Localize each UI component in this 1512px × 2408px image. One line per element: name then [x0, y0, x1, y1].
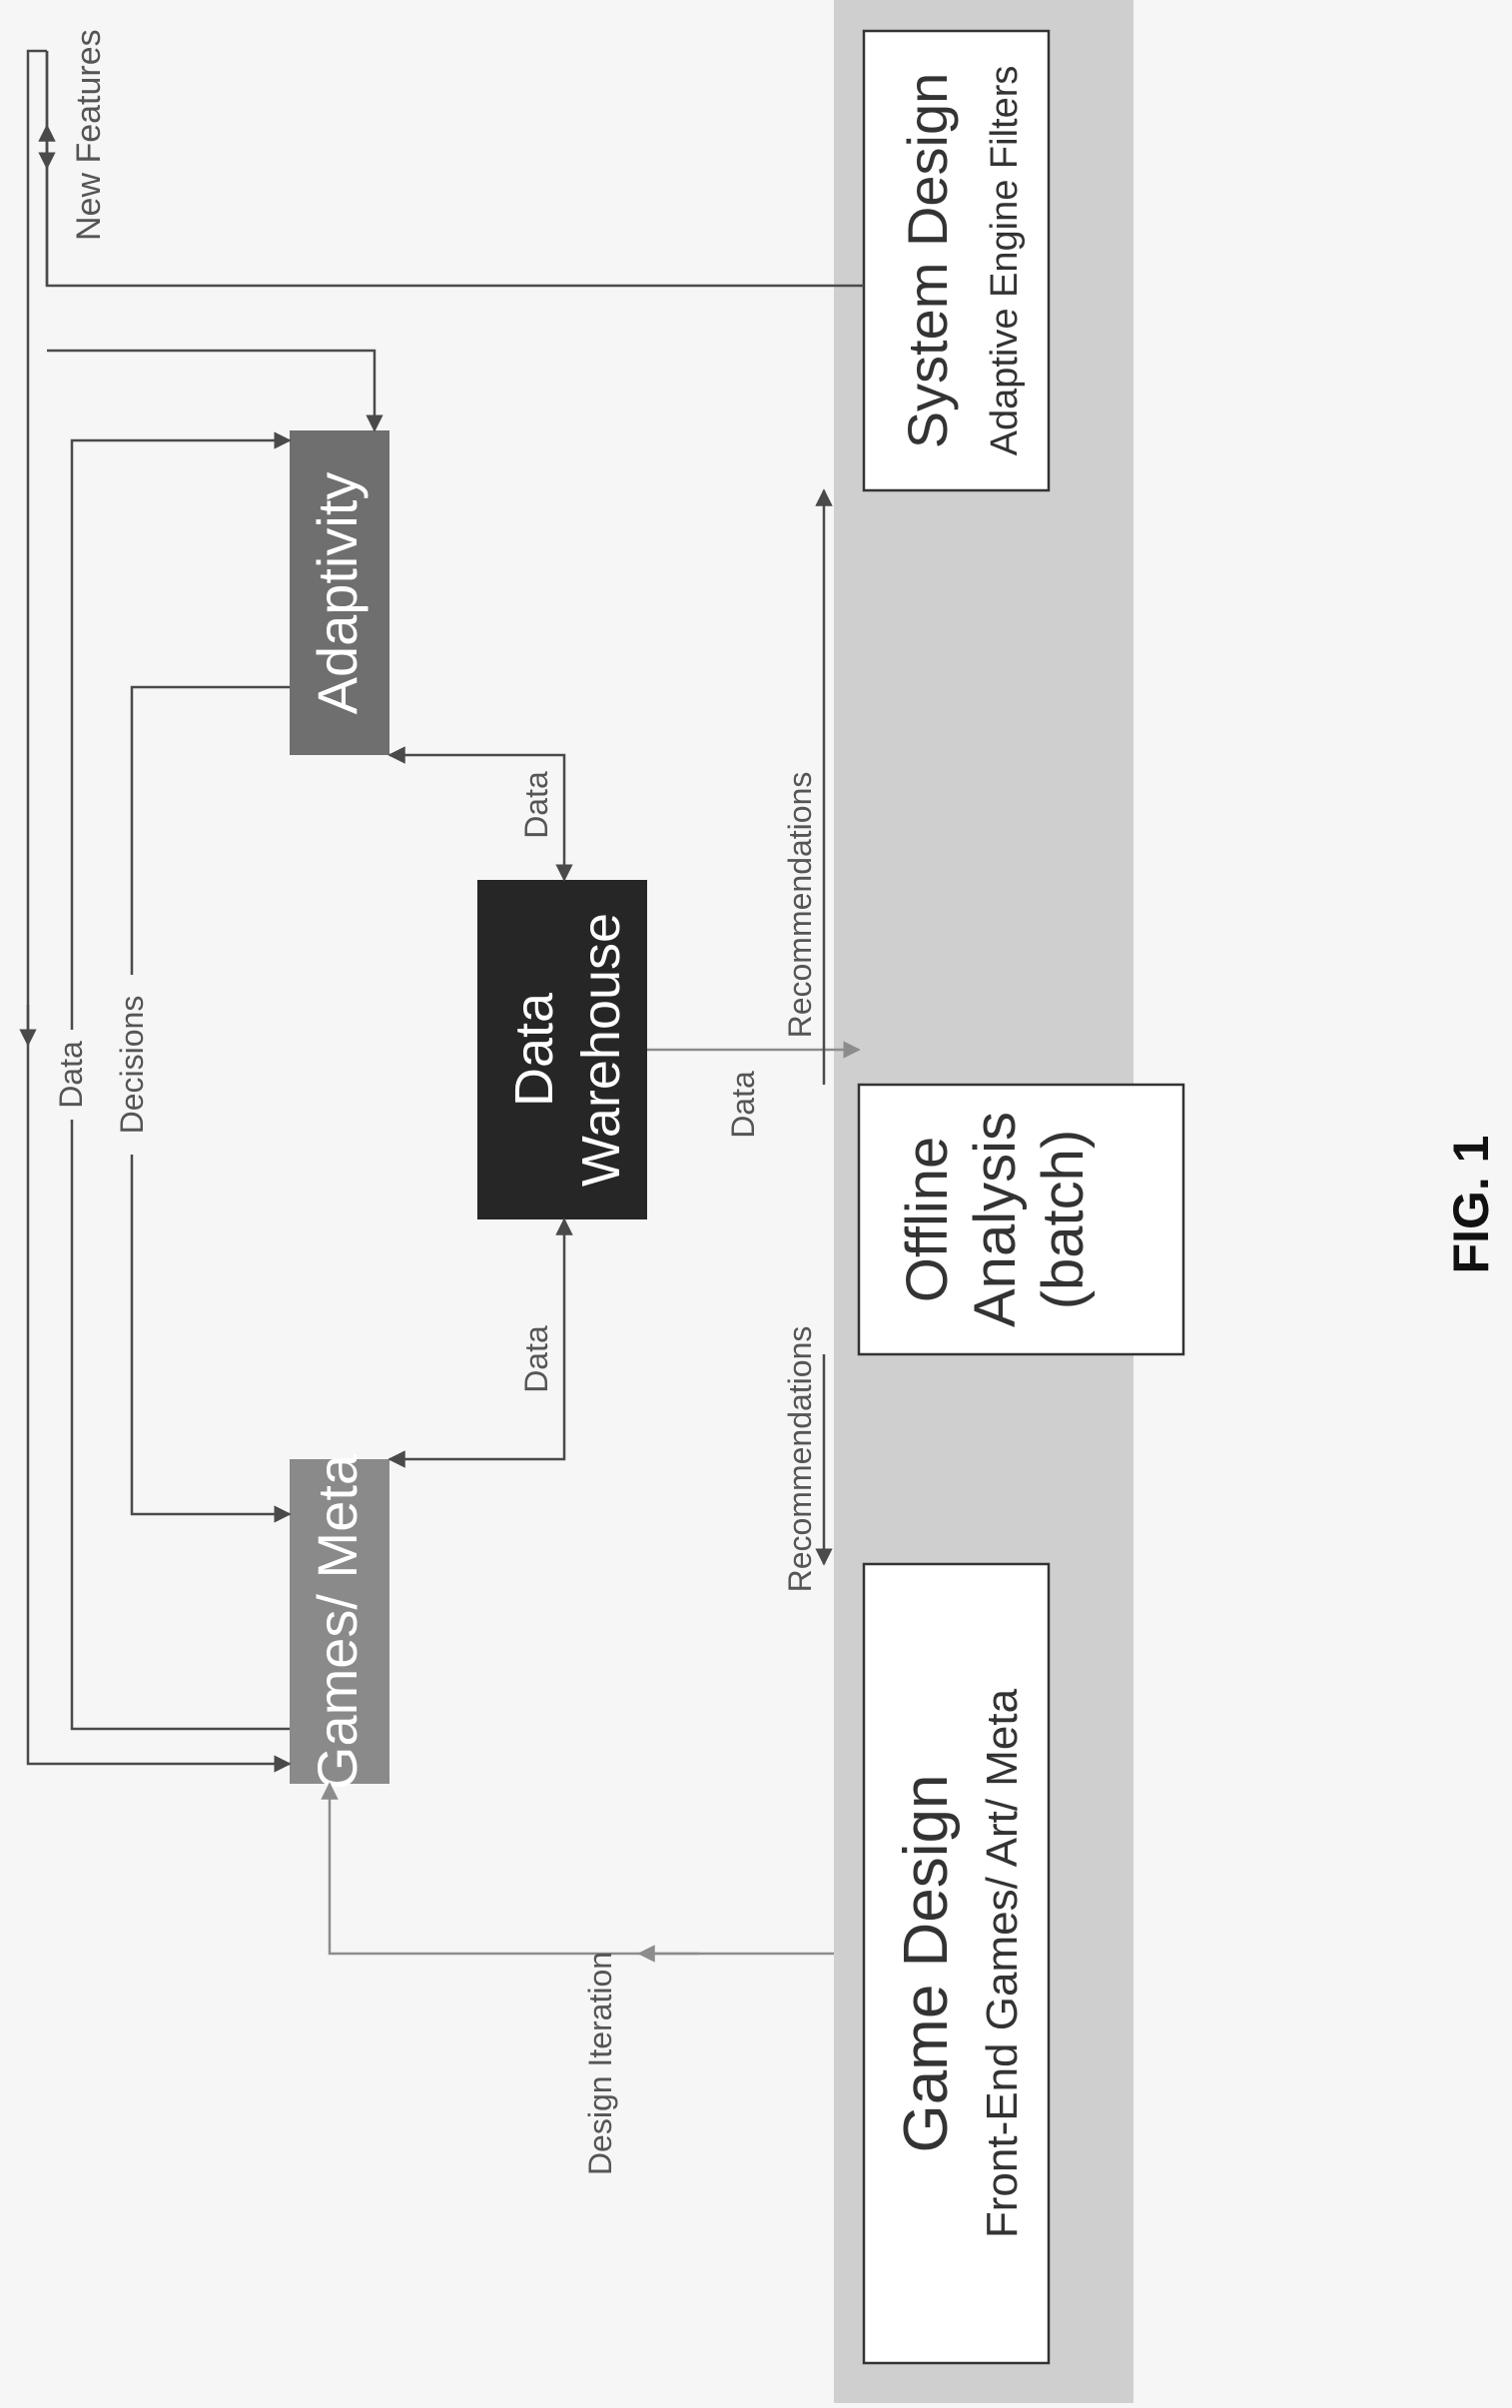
system-design-title: System Design — [896, 73, 959, 449]
decisions-adaptivity-to-games — [132, 687, 290, 1514]
figure-label: FIG. 1 — [1443, 1136, 1499, 1274]
data-adaptivity-warehouse-label: Data — [518, 771, 554, 839]
data-warehouse-line2: Warehouse — [571, 913, 631, 1187]
decisions-label: Decisions — [114, 996, 150, 1135]
system-design-subtitle: Adaptive Engine Filters — [984, 66, 1026, 456]
offline-analysis-line2: Analysis — [963, 1112, 1028, 1327]
offline-analysis-line3: (batch) — [1031, 1130, 1096, 1310]
data-games-adaptivity-label: Data — [53, 1041, 89, 1109]
recommendations-to-system-label: Recommendations — [782, 772, 818, 1039]
game-design-title: Game Design — [892, 1774, 961, 2152]
adaptivity-label: Adaptivity — [306, 472, 369, 715]
offline-analysis-line1: Offline — [895, 1137, 960, 1303]
bus-to-games-meta — [28, 51, 290, 1764]
bus-to-adaptivity — [47, 351, 375, 430]
data-warehouse-line1: Data — [504, 992, 564, 1107]
design-iteration-label: Design Iteration — [582, 1952, 618, 2175]
data-games-warehouse-label: Data — [518, 1325, 554, 1393]
data-warehouse-offline-label: Data — [725, 1071, 761, 1139]
new-features-label: New Features — [70, 29, 108, 241]
data-games-to-adaptivity — [72, 440, 290, 1729]
design-iteration-arrow — [330, 1784, 834, 1954]
games-meta-label: Games/ Meta — [306, 1453, 369, 1790]
recommendations-to-game-label: Recommendations — [782, 1326, 818, 1593]
new-features-arrow — [47, 51, 864, 286]
game-design-subtitle: Front-End Games/ Art/ Meta — [978, 1688, 1027, 2238]
